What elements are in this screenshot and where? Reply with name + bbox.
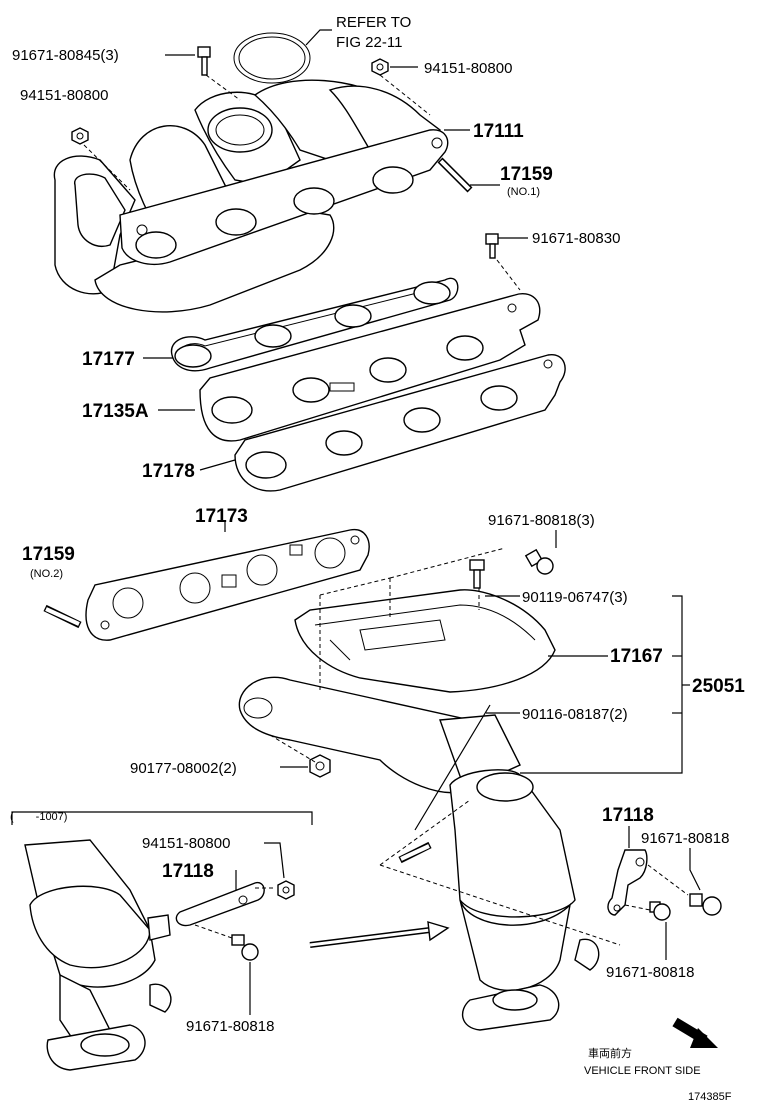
label-17111: 17111: [473, 121, 524, 142]
stud-17159-no1: [437, 157, 473, 193]
label-17173: 17173: [195, 506, 248, 527]
label-90116-08187: 90116-08187(2): [522, 706, 628, 723]
gasket-17178: [234, 354, 566, 492]
label-91671-80818-right-a: 91671-80818: [641, 830, 729, 847]
refer-line1: REFER TO: [336, 14, 411, 31]
label-91671-80845: 91671-80845(3): [12, 47, 119, 64]
heat-insulator-17167: [294, 589, 556, 693]
label-91671-80818-3: 91671-80818(3): [488, 512, 595, 529]
exhaust-manifold-25051: [238, 676, 600, 1031]
bolt-91671-80818-inset: [231, 934, 259, 961]
label-17177: 17177: [82, 349, 135, 370]
stud-17159-no2: [43, 604, 82, 629]
figure-id: 174385F: [688, 1091, 732, 1103]
insulator-17135A: [199, 293, 541, 442]
gasket-17173: [85, 528, 370, 641]
label-91671-80818-right-b: 91671-80818: [606, 964, 694, 981]
o-ring-gasket: [233, 32, 311, 84]
label-17159-top-note: (NO.1): [507, 186, 540, 198]
direction-arrow-middle: [309, 921, 450, 948]
label-25051: 25051: [692, 676, 745, 697]
label-91671-80830: 91671-80830: [532, 230, 620, 247]
bolt-91671-80830: [485, 233, 499, 259]
direction-english: VEHICLE FRONT SIDE: [584, 1065, 701, 1077]
label-94151-80800-left: 94151-80800: [20, 87, 108, 104]
nut-94151-80800-left: [71, 127, 89, 145]
nut-94151-80800-inset: [277, 880, 295, 900]
gasket-17177: [170, 277, 459, 372]
label-17159-mid-note: (NO.2): [30, 568, 63, 580]
inset-bracket: [11, 811, 313, 825]
nut-94151-80800-right: [371, 58, 389, 76]
label-17159-mid: 17159: [22, 544, 75, 565]
label-91671-80818-inset: 91671-80818: [186, 1018, 274, 1035]
label-94151-80800-right: 94151-80800: [424, 60, 512, 77]
nut-90177-08002: [309, 754, 331, 778]
intake-manifold: [53, 79, 449, 313]
leader-refer: [305, 29, 332, 46]
label-17167: 17167: [610, 646, 663, 667]
bracket-17118-inset: [175, 881, 265, 927]
label-inset-range: ( -1007): [10, 811, 67, 823]
bolt-90119-06747: [469, 559, 485, 589]
label-17178: 17178: [142, 461, 195, 482]
bolt-91671-80818-right-a: [689, 893, 722, 916]
label-17118-inset: 17118: [162, 861, 214, 882]
inset-converter: [24, 839, 172, 1071]
stud-90116-08187: [398, 841, 432, 864]
label-17135A: 17135A: [82, 401, 149, 422]
bolt-91671-80845: [197, 46, 211, 76]
label-90177-08002: 90177-08002(2): [130, 760, 237, 777]
vehicle-front-arrow: [672, 1017, 718, 1048]
label-94151-80800-inset: 94151-80800: [142, 835, 230, 852]
refer-line2: FIG 22-11: [336, 34, 402, 51]
direction-japanese: 車両前方: [588, 1046, 632, 1060]
label-17159-top: 17159: [500, 164, 553, 185]
bolt-91671-80818-right-b: [649, 901, 671, 921]
bolt-91671-80818-3: [524, 548, 554, 575]
label-90119-06747: 90119-06747(3): [522, 589, 628, 606]
label-17118-right: 17118: [602, 805, 654, 826]
